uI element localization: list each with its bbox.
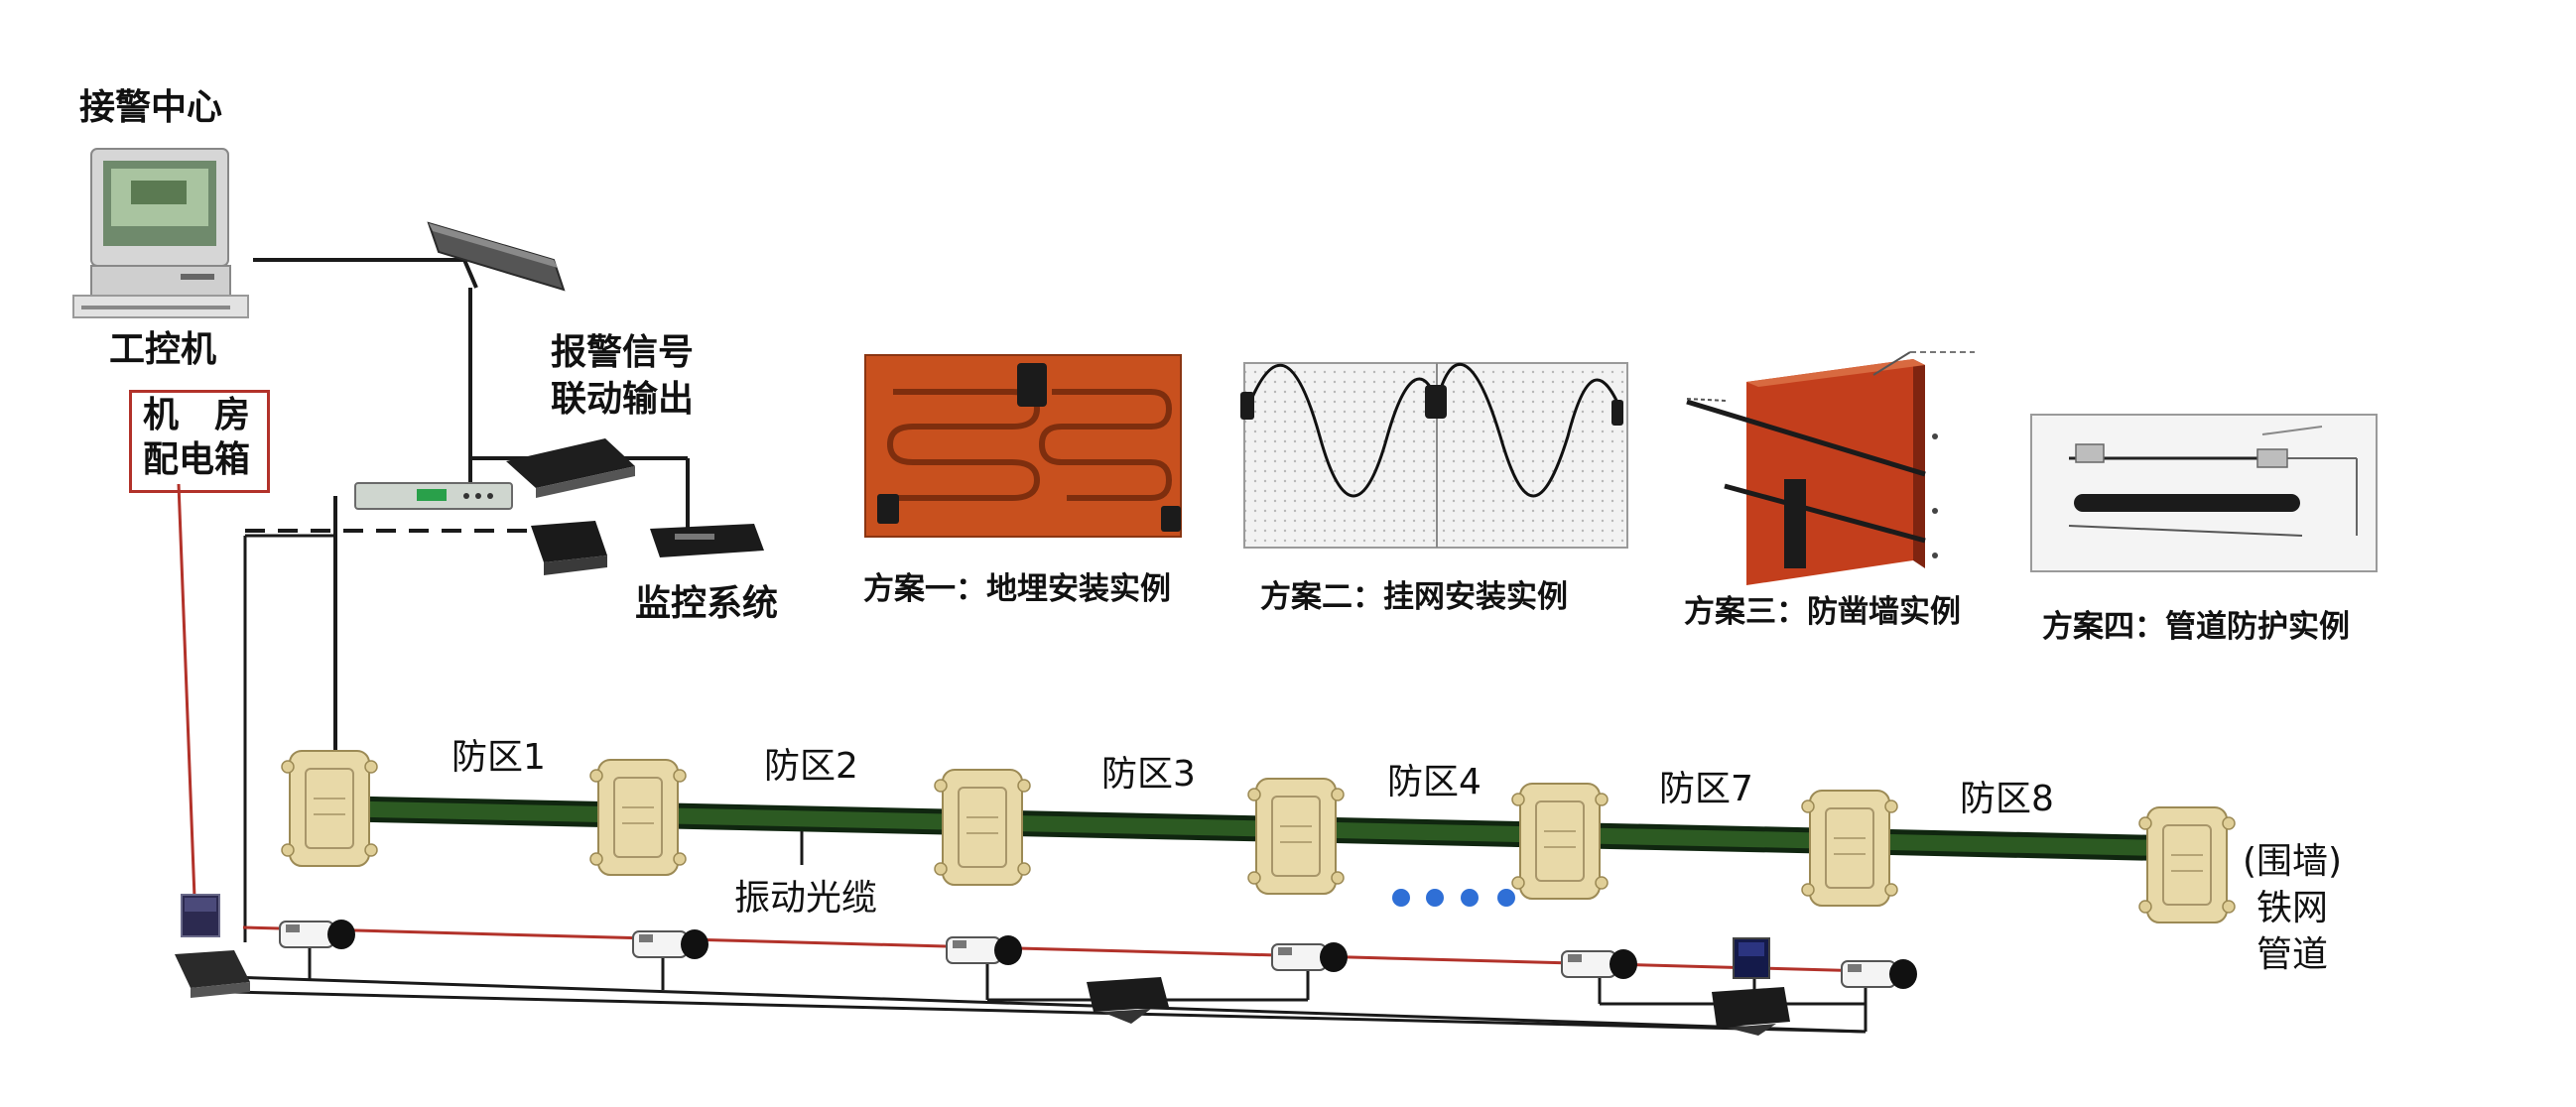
scheme-3-caption: 方案三：防凿墙实例 bbox=[1684, 594, 1961, 630]
perimeter-label-line2: 铁网 bbox=[2255, 888, 2328, 928]
zone-label: 防区7 bbox=[1659, 769, 1753, 809]
junction-box bbox=[1511, 783, 1609, 900]
power-box-label-line1: 机 房 bbox=[142, 395, 250, 435]
junction-box bbox=[1247, 778, 1345, 895]
control-wiring bbox=[243, 258, 690, 942]
camera-bus bbox=[229, 925, 1906, 1034]
alarm-output-label-line2: 联动输出 bbox=[551, 379, 695, 420]
monitor-system-label: 监控系统 bbox=[635, 583, 779, 624]
alarm-center-label: 接警中心 bbox=[79, 87, 223, 128]
camera-icon bbox=[279, 919, 356, 950]
monitor-system-device-icon bbox=[650, 524, 764, 557]
ipc-label: 工控机 bbox=[109, 329, 217, 370]
power-distribution-box-icon bbox=[181, 894, 220, 937]
scheme-1-buried-image bbox=[864, 354, 1182, 538]
perimeter-label-line3: 管道 bbox=[2255, 934, 2328, 975]
camera-icon bbox=[1561, 948, 1638, 980]
field-recorder-icon bbox=[1087, 977, 1169, 1024]
scheme-3-wall-image bbox=[1686, 351, 1975, 585]
alarm-output-device-icon bbox=[506, 438, 635, 498]
junction-box bbox=[589, 759, 687, 876]
zone-label: 防区2 bbox=[764, 746, 858, 787]
scheme-1-caption: 方案一：地埋安装实例 bbox=[863, 571, 1171, 607]
camera-icon bbox=[632, 928, 709, 960]
power-feed-line bbox=[177, 483, 196, 899]
vibration-host-icon bbox=[354, 482, 513, 510]
zone-label: 防区1 bbox=[451, 737, 546, 778]
scheme-2-fence-image bbox=[1240, 362, 1628, 549]
vibration-cable-label: 振动光缆 bbox=[734, 878, 878, 919]
power-box-label-line2: 配电箱 bbox=[142, 439, 250, 480]
perimeter-label-line1: (围墙) bbox=[2242, 841, 2343, 882]
scheme-4-pipeline-image bbox=[2030, 414, 2378, 572]
junction-box bbox=[934, 769, 1031, 886]
zone-label: 防区3 bbox=[1101, 754, 1196, 795]
field-recorder-icon bbox=[1712, 987, 1790, 1036]
alarm-output-label-line1: 报警信号 bbox=[551, 332, 695, 373]
camera-hub-icon bbox=[175, 950, 250, 998]
network-switch-icon bbox=[427, 221, 566, 292]
zone-label: 防区4 bbox=[1387, 762, 1481, 802]
field-power-box-icon bbox=[1733, 937, 1770, 979]
camera-icon bbox=[1271, 941, 1349, 973]
junction-box bbox=[1801, 790, 1898, 907]
junction-box bbox=[2138, 806, 2236, 923]
ellipsis-dots bbox=[1392, 889, 1515, 907]
junction-box bbox=[281, 750, 378, 867]
power-box-frame bbox=[129, 390, 270, 493]
zone-label: 防区8 bbox=[1960, 779, 2054, 819]
video-recorder-icon bbox=[531, 521, 607, 575]
scheme-2-caption: 方案二：挂网安装实例 bbox=[1260, 579, 1568, 615]
ipc-computer-icon bbox=[72, 148, 249, 318]
camera-icon bbox=[1841, 958, 1918, 990]
camera-icon bbox=[946, 934, 1023, 966]
scheme-4-caption: 方案四：管道防护实例 bbox=[2042, 609, 2350, 645]
